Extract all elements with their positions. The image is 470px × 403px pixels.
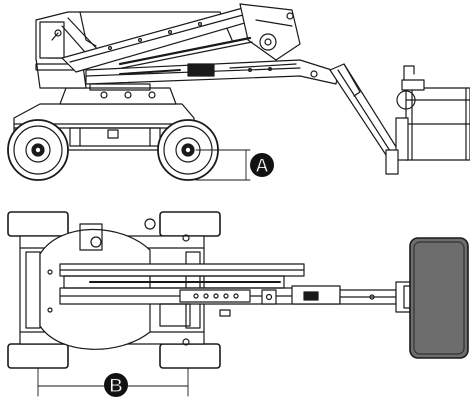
callout-b-label: B — [109, 376, 123, 397]
jib-arm — [329, 63, 399, 161]
platform-basket-side — [385, 65, 470, 175]
platform-basket-top — [409, 237, 469, 359]
turntable — [59, 83, 177, 105]
top-turntable — [39, 223, 151, 350]
wheel-hub-icon — [181, 143, 195, 157]
top-boom — [59, 263, 341, 327]
front-wheel — [157, 119, 219, 181]
dimension-a-lines — [195, 149, 251, 181]
lift-cylinder — [118, 36, 253, 69]
main-boom — [85, 59, 339, 85]
boom-head-bracket — [239, 3, 301, 61]
callout-a-label: A — [255, 156, 269, 177]
side-view: A — [7, 3, 470, 181]
top-jib — [339, 281, 415, 313]
top-view: B — [7, 211, 469, 398]
top-tires — [7, 211, 221, 369]
rear-wheel — [7, 119, 69, 181]
callout-b-icon: B — [104, 373, 128, 398]
callout-a-icon: A — [250, 153, 274, 178]
wheel-hub-icon — [31, 143, 45, 157]
